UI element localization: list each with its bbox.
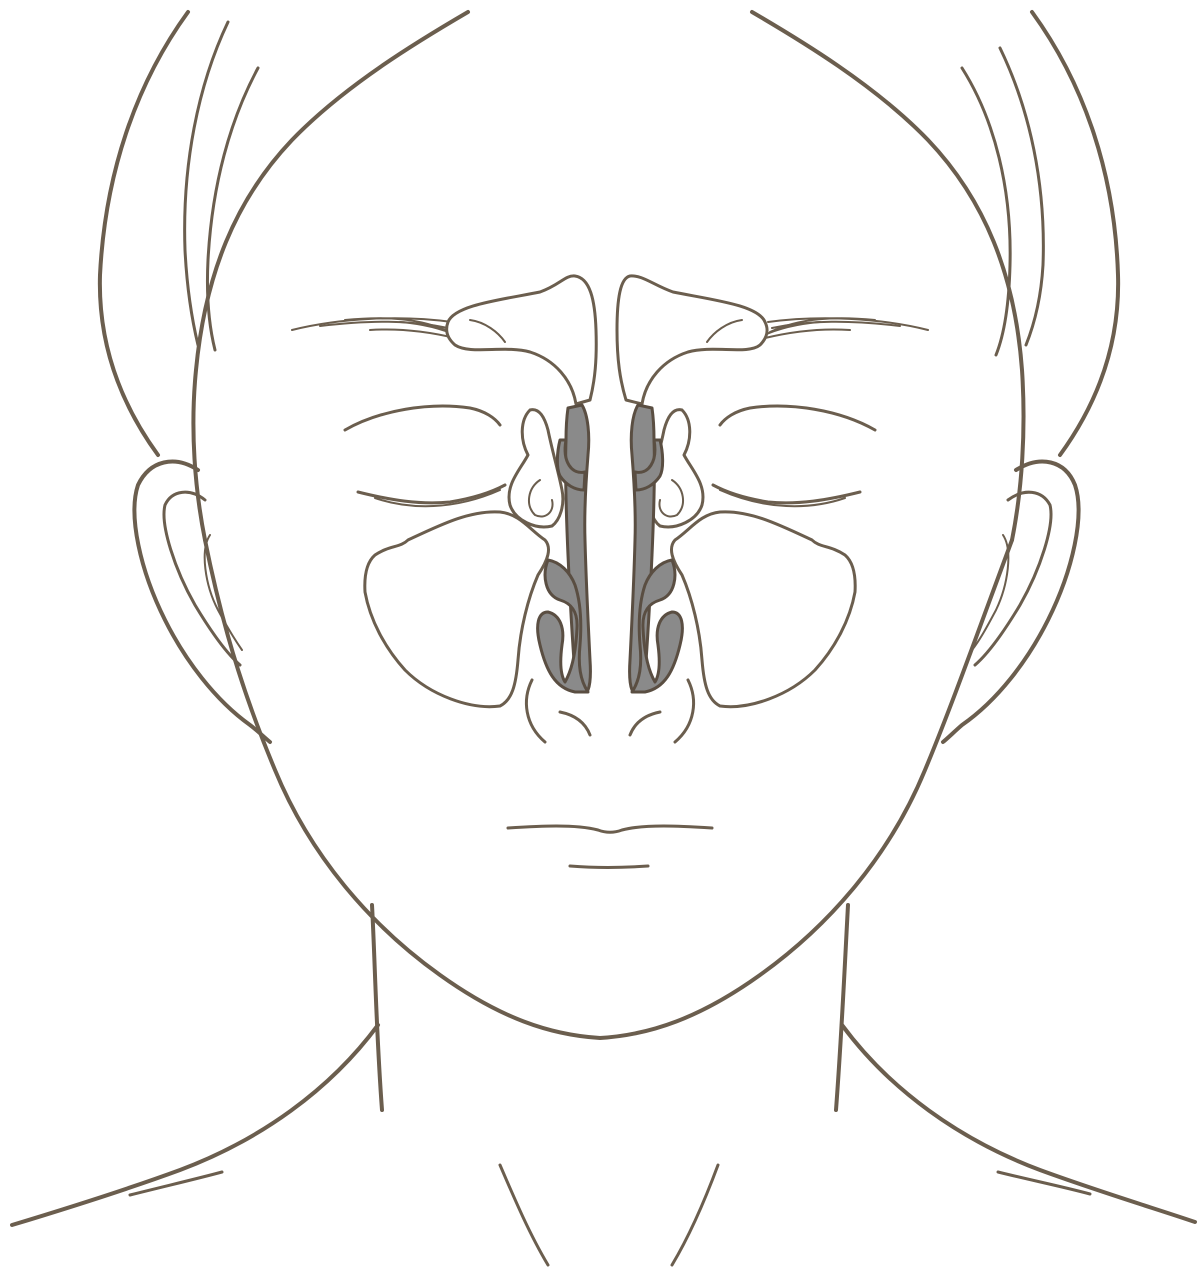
mouth xyxy=(508,826,712,868)
nasal-cavity-highlight xyxy=(538,405,683,692)
hair-strand-right-2 xyxy=(962,68,1010,355)
hairline-forehead-right xyxy=(752,12,1024,540)
nostril-left xyxy=(560,712,590,735)
ear-right-outer xyxy=(943,462,1079,742)
nose xyxy=(526,680,693,742)
nose-ala-left xyxy=(526,680,545,742)
eye-right xyxy=(713,406,875,506)
eye-left-upper-lid xyxy=(345,406,500,430)
lip-line xyxy=(508,826,712,832)
frontal-sinus-right xyxy=(617,276,767,404)
nostril-right xyxy=(630,712,660,735)
jawline xyxy=(205,540,1012,1038)
maxillary-sinus-left xyxy=(365,512,549,707)
frontal-sinuses xyxy=(447,276,767,404)
ear-left-fold xyxy=(205,535,242,650)
eyebrow-left xyxy=(292,318,458,338)
eyebrow-right xyxy=(762,318,928,338)
ear-right xyxy=(943,462,1079,742)
maxillary-sinuses xyxy=(365,512,855,707)
nose-ala-right xyxy=(675,680,694,742)
lower-lip xyxy=(570,866,648,868)
ethmoid-left xyxy=(509,410,563,527)
shoulder-left xyxy=(12,1025,378,1225)
hairline-forehead xyxy=(193,12,468,540)
eye-left xyxy=(345,406,505,506)
throat-left xyxy=(500,1165,548,1265)
maxillary-sinus-right xyxy=(671,512,855,707)
neck-right xyxy=(836,905,848,1110)
neck-left xyxy=(372,905,382,1110)
shoulder-right xyxy=(842,1025,1195,1222)
frontal-sinus-left xyxy=(447,276,597,404)
hair-outline-left xyxy=(100,12,188,455)
throat-right xyxy=(672,1165,718,1265)
eye-right-upper-lid xyxy=(720,406,875,430)
face-outline xyxy=(193,12,1023,1038)
hair xyxy=(100,12,1118,455)
hair-outline-right xyxy=(1032,12,1118,455)
ethmoid-sinuses xyxy=(509,410,703,527)
neck-and-shoulders xyxy=(12,905,1195,1265)
hair-strand-left-2 xyxy=(207,68,258,350)
